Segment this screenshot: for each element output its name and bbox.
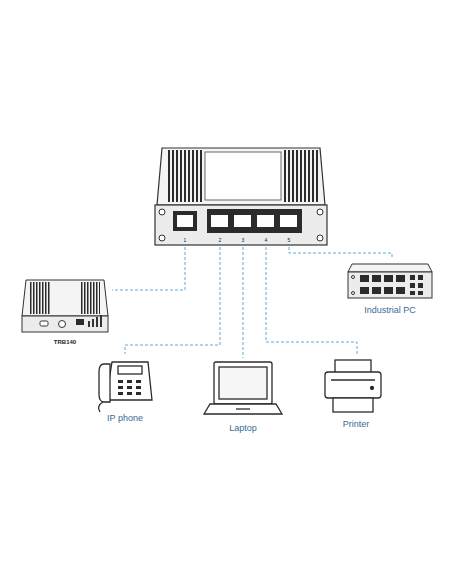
switch-illustration bbox=[155, 148, 327, 245]
printer-illustration bbox=[325, 360, 381, 412]
device-label: Industrial PC bbox=[362, 305, 418, 316]
device-node: IP phone bbox=[92, 354, 158, 424]
device-node: Industrial PC bbox=[338, 258, 442, 316]
port-number: 4 bbox=[265, 237, 268, 243]
port-number: 1 bbox=[184, 237, 187, 243]
gateway-illustration bbox=[22, 280, 108, 332]
device-node: Printer bbox=[318, 354, 394, 430]
phone-illustration bbox=[99, 362, 152, 412]
device-label: IP phone bbox=[105, 413, 145, 424]
device-label: Laptop bbox=[227, 423, 259, 434]
device-node: Laptop bbox=[200, 358, 286, 434]
ethernet-link bbox=[125, 247, 220, 354]
port-number: 5 bbox=[288, 237, 291, 243]
device-label: TRB140 bbox=[52, 338, 78, 346]
port-number: 2 bbox=[219, 237, 222, 243]
device-label: Printer bbox=[341, 419, 372, 430]
industrial-pc-illustration bbox=[348, 264, 432, 298]
ethernet-link bbox=[243, 247, 244, 358]
ethernet-link bbox=[289, 247, 392, 258]
port-number: 3 bbox=[242, 237, 245, 243]
laptop-illustration bbox=[204, 362, 282, 414]
device-node: TRB140 bbox=[18, 272, 112, 346]
switch-node: 1 2 3 4 5 bbox=[155, 143, 327, 247]
ethernet-link bbox=[266, 247, 357, 354]
ethernet-link bbox=[112, 247, 185, 290]
